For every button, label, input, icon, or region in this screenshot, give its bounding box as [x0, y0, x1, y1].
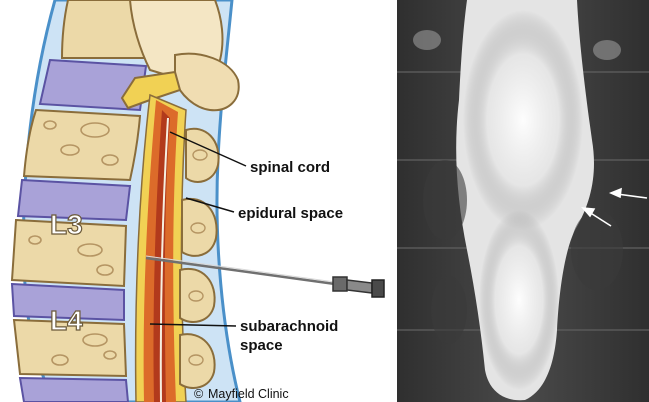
- vertebra-label-l4: L4: [50, 305, 83, 336]
- spine-illustration: spinal cord epidural space subarachnoid …: [0, 0, 390, 402]
- label-epidural-space: epidural space: [238, 205, 343, 222]
- label-spinal-cord: spinal cord: [250, 159, 330, 176]
- label-space: space: [240, 337, 283, 354]
- label-subarachnoid: subarachnoid: [240, 318, 338, 335]
- vertebral-body: [24, 110, 140, 180]
- xray-image: [397, 0, 649, 402]
- copyright-symbol: ©: [194, 387, 204, 401]
- intervertebral-disc: [20, 378, 128, 402]
- vertebra-label-l3: L3: [50, 209, 83, 240]
- credit-text: Mayfield Clinic: [208, 387, 289, 401]
